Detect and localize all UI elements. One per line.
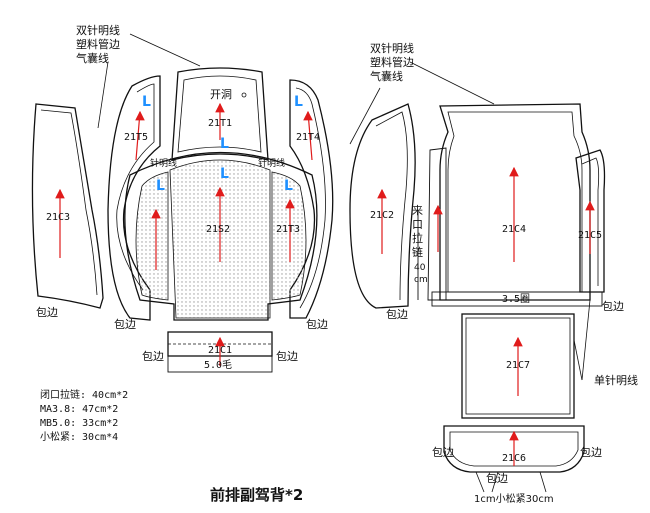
zipper-char-5: 40 bbox=[414, 263, 426, 273]
seam-note-right: 针明线 bbox=[258, 157, 285, 169]
piece-21c4-left-tab bbox=[427, 147, 447, 301]
strip-label-c1: 5.0毛 bbox=[204, 359, 232, 371]
piece-21t4-outline bbox=[289, 79, 334, 319]
zipper-char-2: 口 bbox=[412, 218, 423, 231]
grain-arrow-21t4 bbox=[303, 110, 313, 161]
binding-label-6: 包边 bbox=[276, 350, 298, 363]
stitch-note-right-3: 气囊线 bbox=[370, 69, 403, 83]
piece-21t3-wing bbox=[271, 171, 307, 301]
direction-mark-21s2: L bbox=[220, 166, 229, 182]
zipper-char-4: 链 bbox=[412, 245, 423, 259]
binding-label-7: 包边 bbox=[602, 300, 624, 313]
label-21t1: 21T1 bbox=[208, 118, 232, 129]
label-21c7: 21C7 bbox=[506, 360, 530, 371]
piece-21c3-outline bbox=[31, 103, 104, 309]
label-21c4: 21C4 bbox=[502, 224, 526, 235]
piece-21c6-outline bbox=[443, 425, 585, 473]
opening-hole bbox=[241, 92, 247, 98]
label-21c5: 21C5 bbox=[578, 230, 602, 241]
piece-21c2-outline bbox=[349, 103, 416, 309]
piece-21c6-inner bbox=[449, 431, 579, 467]
note-line-2: MA3.8: 47cm*2 bbox=[40, 404, 118, 415]
binding-label-8: 包边 bbox=[432, 446, 454, 459]
piece-21t1-inner bbox=[177, 75, 262, 153]
piece-21c3-inner bbox=[40, 109, 98, 296]
note-line-4: 小松紧: 30cm*4 bbox=[40, 430, 118, 443]
direction-mark-21t4: L bbox=[294, 94, 303, 110]
diagram-title: 前排副驾背*2 bbox=[210, 486, 303, 504]
strip-label-c4: 3.5圈 bbox=[502, 293, 530, 305]
piece-21s2-left-wing bbox=[135, 171, 169, 301]
piece-21c4-inner bbox=[447, 111, 583, 293]
label-21t3: 21T3 bbox=[276, 224, 300, 235]
stitch-note-left-1: 双针明线 bbox=[76, 23, 120, 37]
piece-21c2-inner bbox=[375, 111, 408, 301]
direction-mark-21s2-left: L bbox=[156, 178, 165, 194]
stitch-note-right-2: 塑料管边 bbox=[370, 55, 414, 69]
label-21c3: 21C3 bbox=[46, 212, 70, 223]
note-line-3: MB5.0: 33cm*2 bbox=[40, 418, 118, 429]
label-21t5: 21T5 bbox=[124, 132, 148, 143]
opening-label: 开洞 bbox=[210, 88, 232, 101]
zipper-char-3: 拉 bbox=[412, 231, 423, 245]
binding-label-5: 包边 bbox=[142, 350, 164, 363]
piece-21t4-inner bbox=[295, 87, 326, 309]
single-stitch-label: 单针明线 bbox=[594, 373, 638, 387]
piece-21c5-outline bbox=[575, 149, 606, 293]
note-line-1: 闭口拉链: 40cm*2 bbox=[40, 388, 128, 401]
piece-21t1-outline bbox=[171, 67, 269, 161]
stitch-note-right-1: 双针明线 bbox=[370, 41, 414, 55]
label-21c1: 21C1 bbox=[208, 345, 232, 356]
piece-21s2-outline bbox=[124, 151, 318, 321]
zipper-char-6: cm bbox=[414, 275, 428, 285]
stitch-note-left-2: 塑料管边 bbox=[76, 37, 120, 51]
binding-label-4: 包边 bbox=[386, 308, 408, 321]
label-21c6: 21C6 bbox=[502, 453, 526, 464]
label-21c2: 21C2 bbox=[370, 210, 394, 221]
piece-21t5-inner bbox=[116, 83, 155, 291]
elastic-label: 1cm小松紧30cm bbox=[474, 492, 554, 505]
binding-label-1: 包边 bbox=[36, 306, 58, 319]
binding-label-9: 包边 bbox=[580, 446, 602, 459]
seam-note-left: 针明线 bbox=[150, 157, 177, 169]
label-21s2: 21S2 bbox=[206, 224, 230, 235]
piece-21c4-bottom-strip bbox=[431, 291, 603, 307]
piece-21c7-outline bbox=[461, 313, 575, 419]
stitch-note-left-3: 气囊线 bbox=[76, 51, 109, 65]
binding-label-2: 包边 bbox=[114, 318, 136, 331]
binding-label-3: 包边 bbox=[306, 318, 328, 331]
piece-21c7-inner bbox=[465, 317, 571, 415]
piece-21c4-outline bbox=[439, 103, 591, 301]
zipper-char-1: 来 bbox=[412, 204, 423, 217]
piece-21c5-inner bbox=[581, 157, 600, 286]
direction-mark-21t5: L bbox=[142, 94, 151, 110]
binding-label-10: 包边 bbox=[486, 472, 508, 485]
direction-mark-21t1: L bbox=[220, 136, 229, 152]
label-21t4: 21T4 bbox=[296, 132, 320, 143]
grain-arrow-21t5 bbox=[135, 110, 145, 161]
direction-mark-21t3: L bbox=[284, 178, 293, 194]
